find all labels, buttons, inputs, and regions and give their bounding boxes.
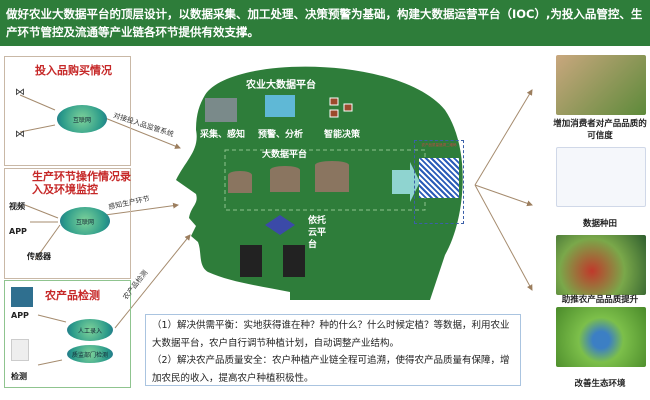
network-node-icon: ⋈ <box>15 87 25 98</box>
right-caption-4: 改善生态环境 <box>574 379 626 389</box>
quality-dept-oval: 质监部门检测 <box>67 345 113 363</box>
platform-title: 农业大数据平台 <box>246 80 316 91</box>
input-purchase-box: 投入品购买情况 ⋈ ⋈ 互联网 <box>4 56 131 166</box>
farmer-photo <box>556 55 646 115</box>
app-label: APP <box>11 311 29 320</box>
earth-grass-photo <box>556 307 646 367</box>
box-title: 投入品购买情况 <box>35 64 112 77</box>
description-line-2: （2）解决农产品质量安全：农户种植产业链全程可追溯，使得农产品质量有保障，增加农… <box>152 355 510 384</box>
internet-cloud: 互联网 <box>60 207 110 235</box>
description-line-1: （1）解决供需平衡：实地获得谁在种？种的什么？什么时候定植？等数据，利用农业大数… <box>152 320 510 349</box>
app-label: APP <box>9 227 27 236</box>
qr-code-card: 农产品质量追溯二维码 <box>414 140 464 224</box>
warn-analyze-label: 预警、分析 <box>258 130 304 140</box>
right-caption-2: 数据种田 <box>582 219 617 229</box>
cloud-platform-label: 依托云平台 <box>308 216 327 250</box>
production-box-title: 生产环节操作情况录入及环境监控 <box>32 170 131 196</box>
product-testing-box: 农产品检测 APP 检测 人工录入 质监部门检测 <box>4 280 131 388</box>
vegetables-photo <box>556 235 646 295</box>
sensor-label: 传感器 <box>27 252 51 261</box>
header-banner: 做好农业大数据平台的顶层设计，以数据采集、加工处理、决策预警为基础，构建大数据运… <box>0 0 650 46</box>
app-icon <box>11 287 33 307</box>
big-data-platform-label: 大数据平台 <box>262 150 308 160</box>
collect-sense-label: 采集、感知 <box>200 130 246 140</box>
data-dashboard-image <box>556 147 646 207</box>
video-label: 视频 <box>9 202 25 211</box>
smart-decision-label: 智能决策 <box>324 130 361 140</box>
document-icon <box>11 339 29 361</box>
right-caption-1: 增加消费者对产品品质的可信度 <box>553 119 647 141</box>
network-node-icon: ⋈ <box>15 129 25 140</box>
internet-cloud: 互联网 <box>57 105 107 133</box>
manual-entry-oval: 人工录入 <box>67 319 113 341</box>
right-caption-3: 助推农产品品质提升 <box>561 295 639 305</box>
production-box: 生产环节操作情况录入及环境监控 视频 APP 传感器 互联网 <box>4 168 131 279</box>
description-box: （1）解决供需平衡：实地获得谁在种？种的什么？什么时候定植？等数据，利用农业大数… <box>145 314 521 386</box>
testing-label: 检测 <box>11 372 27 381</box>
box-title: 农产品检测 <box>45 289 100 302</box>
qr-code-icon <box>419 158 459 198</box>
qr-caption: 农产品质量追溯二维码 <box>421 143 457 147</box>
